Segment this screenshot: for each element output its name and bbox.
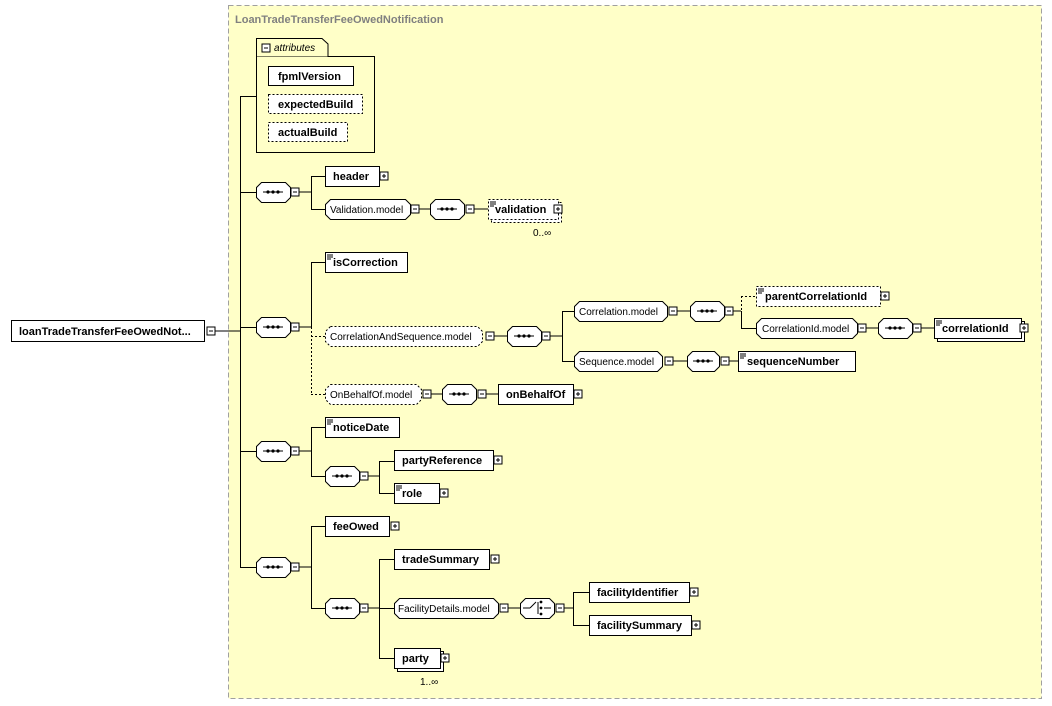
attribute-actualbuild-label: actualBuild bbox=[278, 127, 337, 139]
correlation-and-sequence-collapse-icon[interactable] bbox=[485, 331, 495, 341]
correlationid-expand-icon[interactable] bbox=[1019, 323, 1029, 333]
attributes-collapse-icon[interactable] bbox=[261, 43, 271, 53]
choice-collapse-icon[interactable] bbox=[555, 603, 565, 613]
attributes-tab bbox=[256, 38, 329, 57]
root-element-label: loanTradeTransferFeeOwedNot... bbox=[19, 326, 191, 338]
element-iscorrection-label: isCorrection bbox=[333, 257, 398, 269]
attribute-fpmlversion[interactable] bbox=[268, 66, 354, 86]
group-correlationid-model[interactable] bbox=[756, 318, 858, 339]
group-correlation-and-sequence-model-label: CorrelationAndSequence.model bbox=[330, 332, 472, 343]
sequence-2-collapse-icon[interactable] bbox=[290, 322, 300, 332]
facilityidentifier-expand-icon[interactable] bbox=[689, 587, 699, 597]
group-correlation-model-label: Correlation.model bbox=[579, 307, 658, 318]
group-correlation-model[interactable] bbox=[574, 301, 668, 322]
validation-model-collapse-icon[interactable] bbox=[410, 204, 420, 214]
element-tradesummary[interactable] bbox=[394, 549, 490, 570]
attributes-header: attributes bbox=[274, 43, 315, 54]
element-onbehalfof-label: onBehalfOf bbox=[506, 389, 566, 401]
validation-cardinality: 0..∞ bbox=[533, 228, 551, 239]
header-expand-icon[interactable] bbox=[379, 171, 389, 181]
group-facilitydetails-model[interactable] bbox=[394, 598, 499, 619]
element-sequencenumber-label: sequenceNumber bbox=[747, 356, 840, 368]
element-partyreference-label: partyReference bbox=[402, 455, 482, 467]
element-feeowed[interactable] bbox=[325, 516, 390, 537]
element-facilityidentifier-label: facilityIdentifier bbox=[597, 587, 679, 599]
facilitydetails-model-collapse-icon[interactable] bbox=[499, 603, 509, 613]
element-sequencenumber[interactable] bbox=[738, 351, 856, 372]
onbehalfof-expand-icon[interactable] bbox=[573, 389, 583, 399]
feeowed-expand-icon[interactable] bbox=[390, 521, 400, 531]
correlationid-model-collapse-icon[interactable] bbox=[857, 323, 867, 333]
element-noticedate[interactable] bbox=[325, 417, 400, 438]
validation-expand-icon[interactable] bbox=[553, 204, 563, 214]
sequence-3-collapse-icon[interactable] bbox=[290, 446, 300, 456]
element-facilitysummary-label: facilitySummary bbox=[597, 620, 683, 632]
group-correlation-and-sequence-model[interactable] bbox=[325, 326, 483, 347]
element-correlationid-label: correlationId bbox=[942, 323, 1009, 335]
attribute-actualbuild[interactable] bbox=[268, 122, 348, 142]
correlation-seq-collapse-icon[interactable] bbox=[724, 306, 734, 316]
group-onbehalfof-model-label: OnBehalfOf.model bbox=[330, 390, 412, 401]
sequence-seq-collapse-icon[interactable] bbox=[720, 356, 730, 366]
group-sequence-model[interactable] bbox=[574, 351, 663, 372]
group-correlationid-model-label: CorrelationId.model bbox=[762, 324, 849, 335]
tradesummary-expand-icon[interactable] bbox=[490, 554, 500, 564]
onbehalfof-seq-collapse-icon[interactable] bbox=[477, 389, 487, 399]
sequence-4-collapse-icon[interactable] bbox=[290, 562, 300, 572]
correlation-model-collapse-icon[interactable] bbox=[668, 306, 678, 316]
validation-seq-collapse-icon[interactable] bbox=[465, 204, 475, 214]
partyreference-expand-icon[interactable] bbox=[493, 455, 503, 465]
element-parentcorrelationid-label: parentCorrelationId bbox=[765, 291, 867, 303]
element-role-label: role bbox=[402, 488, 422, 500]
group-validation-model[interactable] bbox=[325, 199, 411, 220]
group-facilitydetails-model-label: FacilityDetails.model bbox=[398, 604, 490, 615]
element-validation-label: validation bbox=[495, 204, 547, 216]
root-collapse-icon[interactable] bbox=[206, 326, 216, 336]
element-iscorrection[interactable] bbox=[325, 252, 408, 273]
element-noticedate-label: noticeDate bbox=[333, 422, 389, 434]
element-party-label: party bbox=[402, 653, 430, 665]
group-onbehalfof-model[interactable] bbox=[325, 384, 422, 405]
choice-icon bbox=[523, 600, 551, 616]
correlation-and-sequence-seq-collapse-icon[interactable] bbox=[541, 331, 551, 341]
attribute-fpmlversion-label: fpmlVersion bbox=[278, 71, 341, 83]
facility-seq-collapse-icon[interactable] bbox=[359, 603, 369, 613]
parentcorrelationid-expand-icon[interactable] bbox=[880, 291, 890, 301]
onbehalfof-model-collapse-icon[interactable] bbox=[422, 389, 432, 399]
party-cardinality: 1..∞ bbox=[420, 677, 438, 688]
party-expand-icon[interactable] bbox=[440, 653, 450, 663]
element-tradesummary-label: tradeSummary bbox=[402, 554, 480, 566]
sequence-model-collapse-icon[interactable] bbox=[664, 356, 674, 366]
role-expand-icon[interactable] bbox=[439, 488, 449, 498]
root-element-box[interactable] bbox=[11, 320, 205, 342]
attribute-expectedbuild-label: expectedBuild bbox=[278, 99, 353, 111]
sequence-1-collapse-icon[interactable] bbox=[290, 187, 300, 197]
group-sequence-model-label: Sequence.model bbox=[579, 357, 654, 368]
element-header-label: header bbox=[333, 171, 370, 183]
correlationid-seq-collapse-icon[interactable] bbox=[912, 323, 922, 333]
element-feeowed-label: feeOwed bbox=[333, 521, 379, 533]
facilitysummary-expand-icon[interactable] bbox=[691, 620, 701, 630]
group-validation-model-label: Validation.model bbox=[330, 205, 403, 216]
party-seq-collapse-icon[interactable] bbox=[359, 471, 369, 481]
complex-type-title: LoanTradeTransferFeeOwedNotification bbox=[235, 14, 444, 26]
attribute-expectedbuild[interactable] bbox=[268, 94, 363, 114]
